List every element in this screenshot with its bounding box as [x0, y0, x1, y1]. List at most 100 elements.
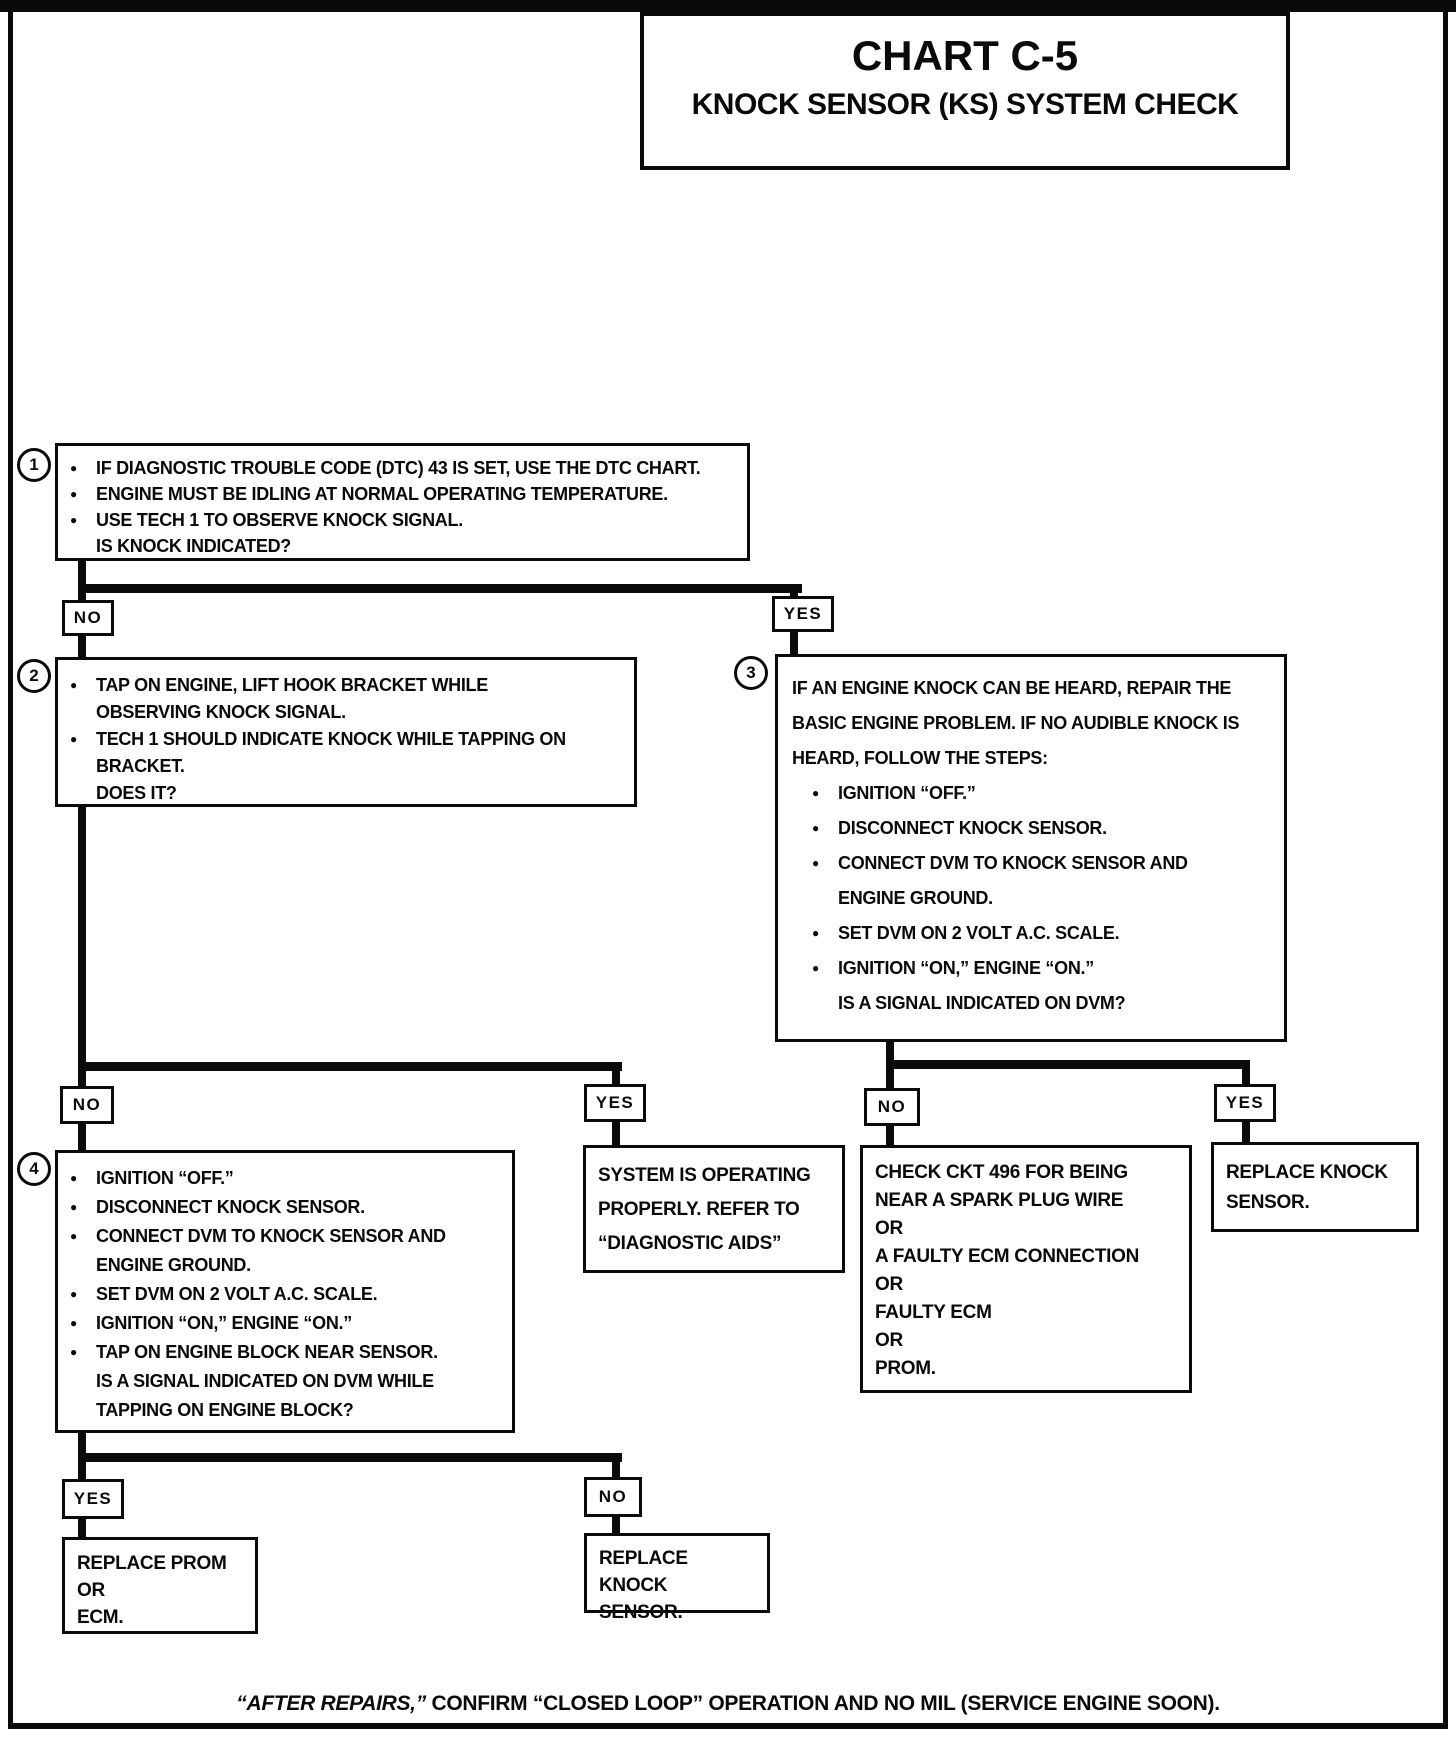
footer-note: “AFTER REPAIRS,” CONFIRM “CLOSED LOOP” O… — [0, 1692, 1456, 1716]
footer-note-rest: CONFIRM “CLOSED LOOP” OPERATION AND NO M… — [425, 1692, 1220, 1715]
bullet-icon: ● — [70, 1287, 77, 1301]
bullet-label: SET DVM ON 2 VOLT A.C. SCALE. — [96, 1284, 378, 1304]
no-label-step2: NO — [60, 1086, 114, 1124]
connector — [886, 1060, 1250, 1069]
bullet-icon: ● — [70, 732, 77, 746]
chart-title: CHART C-5 — [851, 32, 1079, 79]
bullet-icon: ● — [70, 1200, 77, 1214]
step-3-intro: IF AN ENGINE KNOCK CAN BE HEARD, REPAIR … — [792, 678, 1240, 768]
page-border-right — [1443, 0, 1448, 1729]
bullet-item: ● TECH 1 SHOULD INDICATE KNOCK WHILE TAP… — [70, 726, 622, 780]
step-3-number-badge: 3 — [734, 656, 768, 690]
bullet-item: ● CONNECT DVM TO KNOCK SENSOR AND ENGINE… — [70, 1222, 500, 1280]
step-1-number-badge: 1 — [17, 448, 51, 482]
check-ckt-496-box: CHECK CKT 496 FOR BEING NEAR A SPARK PLU… — [860, 1145, 1192, 1393]
page-border-bottom — [8, 1723, 1448, 1729]
connector — [78, 1517, 86, 1539]
page-border-top — [0, 0, 1456, 12]
bullet-icon: ● — [70, 461, 77, 475]
bullet-item: ● IF DIAGNOSTIC TROUBLE CODE (DTC) 43 IS… — [70, 455, 735, 481]
bullet-list: ● IGNITION “OFF.” ● DISCONNECT KNOCK SEN… — [70, 1164, 500, 1367]
connector — [790, 630, 798, 656]
bullet-icon: ● — [70, 1345, 77, 1359]
bullet-label: CONNECT DVM TO KNOCK SENSOR AND ENGINE G… — [838, 853, 1188, 908]
bullet-label: TAP ON ENGINE, LIFT HOOK BRACKET WHILE O… — [96, 675, 488, 722]
bullet-list: ● IF DIAGNOSTIC TROUBLE CODE (DTC) 43 IS… — [70, 455, 735, 533]
chart-title-box: CHART C-5 KNOCK SENSOR (KS) SYSTEM CHECK — [640, 12, 1290, 170]
bullet-label: DISCONNECT KNOCK SENSOR. — [96, 1197, 365, 1217]
step-2-question: DOES IT? — [96, 783, 177, 803]
bullet-icon: ● — [812, 821, 819, 835]
bullet-icon: ● — [812, 926, 819, 940]
step-1-question: IS KNOCK INDICATED? — [96, 536, 291, 556]
no-label-step4: NO — [584, 1477, 642, 1517]
step-number: 1 — [29, 455, 39, 474]
connector — [790, 584, 798, 598]
bullet-label: CONNECT DVM TO KNOCK SENSOR AND ENGINE G… — [96, 1226, 446, 1275]
step-number: 3 — [746, 663, 756, 682]
step-1-box: ● IF DIAGNOSTIC TROUBLE CODE (DTC) 43 IS… — [55, 443, 750, 561]
bullet-item: ● IGNITION “OFF.” — [70, 1164, 500, 1193]
step-2-box: ● TAP ON ENGINE, LIFT HOOK BRACKET WHILE… — [55, 657, 637, 807]
step-4-box: ● IGNITION “OFF.” ● DISCONNECT KNOCK SEN… — [55, 1150, 515, 1433]
bullet-icon: ● — [812, 786, 819, 800]
replace-prom-or-ecm-box: REPLACE PROM OR ECM. — [62, 1537, 258, 1634]
bullet-item: ● ENGINE MUST BE IDLING AT NORMAL OPERAT… — [70, 481, 735, 507]
step-3-box: IF AN ENGINE KNOCK CAN BE HEARD, REPAIR … — [775, 654, 1287, 1042]
bullet-item: ● IGNITION “OFF.” — [812, 776, 1270, 811]
bullet-list: ● TAP ON ENGINE, LIFT HOOK BRACKET WHILE… — [70, 672, 622, 780]
yes-label-step1: YES — [772, 596, 834, 632]
connector — [612, 1453, 620, 1479]
page-border-left — [8, 0, 13, 1729]
connector — [1242, 1120, 1250, 1144]
step-4-question: IS A SIGNAL INDICATED ON DVM WHILE TAPPI… — [96, 1371, 434, 1420]
step-2-number-badge: 2 — [17, 659, 51, 693]
connector — [78, 1062, 622, 1071]
connector — [612, 1062, 620, 1086]
yes-label-step2: YES — [584, 1084, 646, 1122]
bullet-label: IGNITION “OFF.” — [96, 1168, 234, 1188]
bullet-label: IF DIAGNOSTIC TROUBLE CODE (DTC) 43 IS S… — [96, 458, 701, 478]
connector — [612, 1515, 620, 1535]
bullet-item: ● IGNITION “ON,” ENGINE “ON.” — [812, 951, 1270, 986]
connector — [612, 1120, 620, 1147]
step-3-question: IS A SIGNAL INDICATED ON DVM? — [838, 993, 1126, 1013]
replace-knock-sensor-box-bottom: REPLACE KNOCK SENSOR. — [584, 1533, 770, 1623]
bullet-label: TAP ON ENGINE BLOCK NEAR SENSOR. — [96, 1342, 438, 1362]
chart-subtitle: KNOCK SENSOR (KS) SYSTEM CHECK — [691, 88, 1239, 121]
bullet-icon: ● — [812, 961, 819, 975]
connector — [78, 1453, 622, 1462]
bullet-item: ● CONNECT DVM TO KNOCK SENSOR AND ENGINE… — [812, 846, 1270, 916]
connector — [78, 634, 86, 659]
bullet-label: IGNITION “ON,” ENGINE “ON.” — [838, 958, 1094, 978]
yes-label-step3: YES — [1214, 1084, 1276, 1122]
system-operating-properly-box: SYSTEM IS OPERATING PROPERLY. REFER TO “… — [583, 1145, 845, 1273]
bullet-list: ● IGNITION “OFF.” ● DISCONNECT KNOCK SEN… — [792, 776, 1270, 986]
bullet-icon: ● — [812, 856, 819, 870]
bullet-icon: ● — [70, 487, 77, 501]
step-number: 4 — [29, 1159, 39, 1178]
connector — [78, 1122, 86, 1152]
replace-knock-sensor-box-right: REPLACE KNOCK SENSOR. — [1211, 1142, 1419, 1232]
bullet-label: ENGINE MUST BE IDLING AT NORMAL OPERATIN… — [96, 484, 668, 504]
bullet-item: ● USE TECH 1 TO OBSERVE KNOCK SIGNAL. — [70, 507, 735, 533]
connector — [78, 805, 86, 1088]
bullet-item: ● SET DVM ON 2 VOLT A.C. SCALE. — [812, 916, 1270, 951]
bullet-icon: ● — [70, 1229, 77, 1243]
no-label-step1: NO — [62, 600, 114, 636]
step-4-number-badge: 4 — [17, 1152, 51, 1186]
bullet-icon: ● — [70, 678, 77, 692]
bullet-item: ● TAP ON ENGINE, LIFT HOOK BRACKET WHILE… — [70, 672, 622, 726]
connector — [78, 584, 802, 593]
connector — [78, 559, 86, 602]
bullet-item: ● TAP ON ENGINE BLOCK NEAR SENSOR. — [70, 1338, 500, 1367]
bullet-label: DISCONNECT KNOCK SENSOR. — [838, 818, 1107, 838]
bullet-item: ● DISCONNECT KNOCK SENSOR. — [812, 811, 1270, 846]
step-number: 2 — [29, 666, 39, 685]
bullet-label: TECH 1 SHOULD INDICATE KNOCK WHILE TAPPI… — [96, 729, 566, 776]
bullet-label: USE TECH 1 TO OBSERVE KNOCK SIGNAL. — [96, 510, 463, 530]
connector — [886, 1124, 894, 1147]
bullet-icon: ● — [70, 1171, 77, 1185]
yes-label-step4: YES — [62, 1479, 124, 1519]
